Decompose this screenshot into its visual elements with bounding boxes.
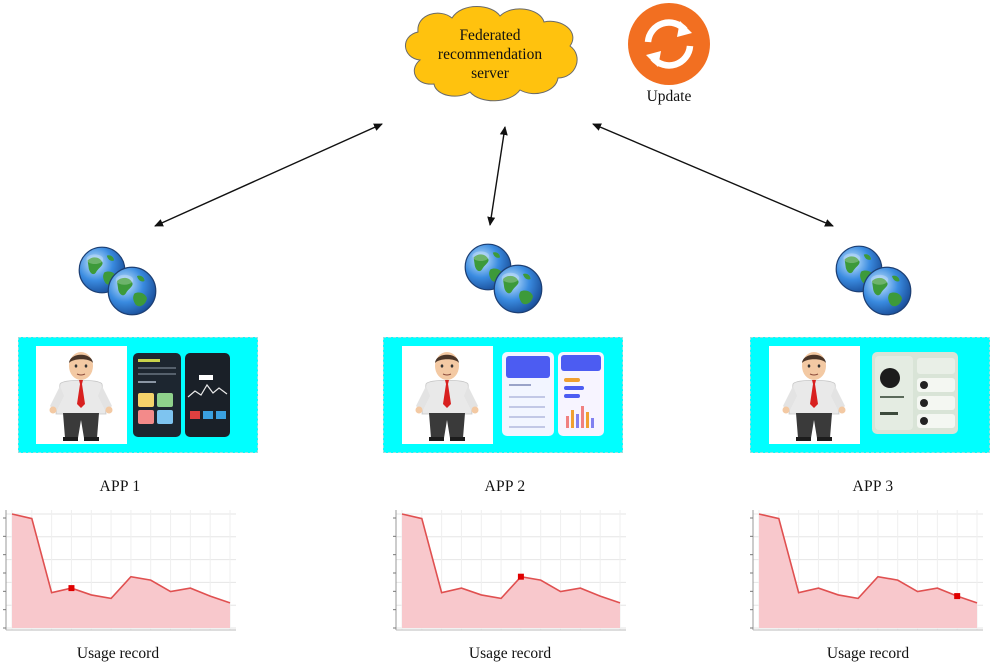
server-label-line: recommendation xyxy=(437,46,543,63)
usage-area xyxy=(759,514,977,628)
usage-record-label: Usage record xyxy=(76,645,160,662)
refresh-icon xyxy=(628,3,710,85)
usage-record-label: Usage record xyxy=(468,645,552,662)
usage-chart-app2 xyxy=(393,510,626,631)
phone-screenshot xyxy=(558,352,604,436)
user-avatar xyxy=(36,346,127,444)
phone-screenshot xyxy=(872,352,958,434)
usage-chart-app1 xyxy=(3,510,236,631)
app-panel-1 xyxy=(18,337,258,453)
connection-arrow-app1 xyxy=(154,123,383,227)
usage-chart-app3 xyxy=(750,510,983,631)
app-label: APP 3 xyxy=(852,478,894,495)
server-cloud xyxy=(405,6,578,102)
usage-line xyxy=(11,513,231,604)
usage-point-marker xyxy=(954,593,961,600)
server-label: Federated recommendation server xyxy=(408,26,572,83)
globe-icon xyxy=(464,243,543,314)
phone-screenshot xyxy=(502,352,554,436)
server-label-line: server xyxy=(471,65,509,82)
server-label-line: Federated xyxy=(459,27,521,44)
globe-icon xyxy=(78,246,157,316)
phone-screenshot xyxy=(185,353,230,437)
user-avatar xyxy=(769,346,860,444)
usage-line xyxy=(758,513,978,604)
phone-screenshot xyxy=(133,353,181,437)
user-icon xyxy=(49,351,113,442)
globe-icon xyxy=(835,245,912,316)
usage-record-label: Usage record xyxy=(826,645,910,662)
user-avatar xyxy=(402,346,493,444)
user-icon xyxy=(782,351,846,442)
connection-arrow-app2 xyxy=(487,126,508,226)
usage-line xyxy=(401,513,621,604)
usage-area xyxy=(402,514,620,628)
connection-arrow-app3 xyxy=(592,123,834,227)
app-label: APP 1 xyxy=(99,478,141,495)
usage-point-marker xyxy=(68,585,75,592)
user-icon xyxy=(415,351,479,442)
update-label: Update xyxy=(646,88,692,105)
app-panel-2 xyxy=(383,337,623,453)
usage-point-marker xyxy=(517,573,524,580)
usage-area xyxy=(12,514,230,628)
app-panel-3 xyxy=(750,337,990,453)
app-label: APP 2 xyxy=(484,478,526,495)
